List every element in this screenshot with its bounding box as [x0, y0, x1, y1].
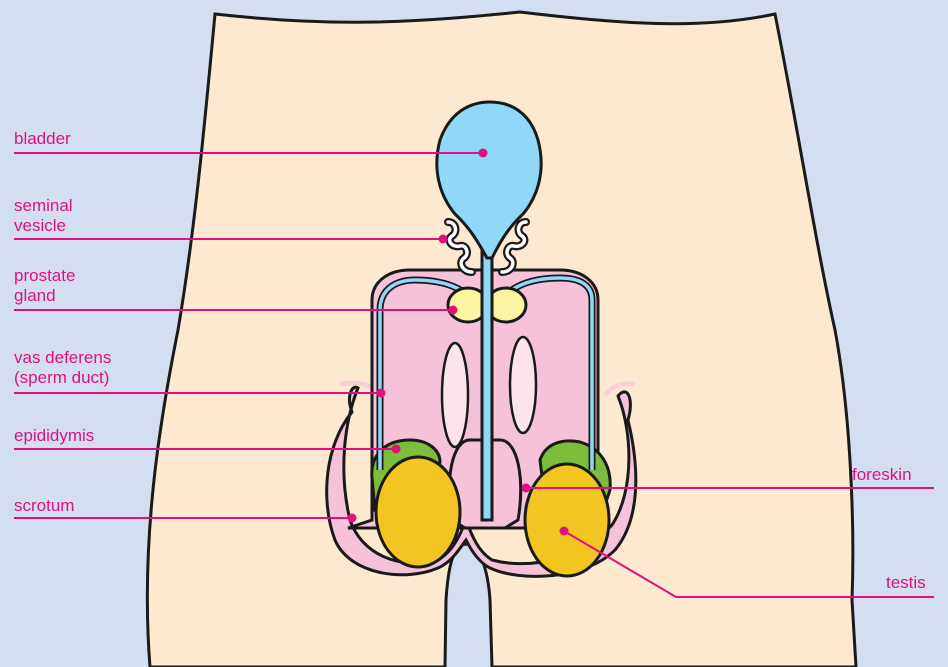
- label-scrotum: scrotum: [14, 496, 74, 516]
- dot-foreskin: [523, 485, 530, 492]
- label-seminal-vesicle-line2: vesicle: [14, 216, 66, 236]
- dot-bladder: [480, 150, 487, 157]
- label-seminal-vesicle-line1: seminal: [14, 196, 73, 216]
- label-prostate-line1: prostate: [14, 266, 75, 286]
- erectile-tissue-left: [442, 343, 468, 447]
- dot-seminal-vesicle: [440, 236, 447, 243]
- erectile-tissue-right: [510, 337, 536, 433]
- label-prostate-line2: gland: [14, 286, 56, 306]
- label-bladder: bladder: [14, 129, 71, 149]
- dot-testis: [561, 528, 568, 535]
- label-epididymis: epididymis: [14, 426, 94, 446]
- testis-left: [376, 457, 460, 567]
- label-vas-deferens-line1: vas deferens: [14, 348, 111, 368]
- dot-prostate: [450, 307, 457, 314]
- dot-vas-deferens: [378, 390, 385, 397]
- urethra: [482, 240, 492, 520]
- testis-right: [525, 464, 609, 576]
- dot-epididymis: [393, 446, 400, 453]
- label-testis: testis: [886, 573, 926, 593]
- dot-scrotum: [349, 515, 356, 522]
- label-foreskin: foreskin: [852, 465, 912, 485]
- label-vas-deferens-line2: (sperm duct): [14, 368, 109, 388]
